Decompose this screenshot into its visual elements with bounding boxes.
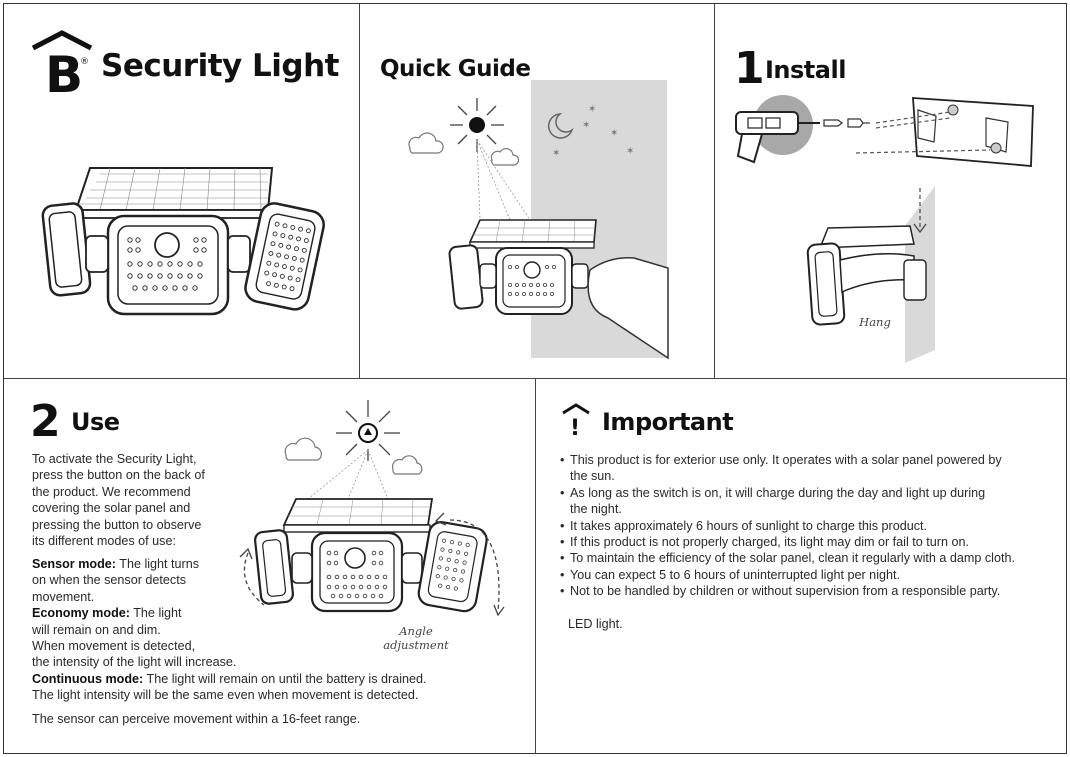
important-bullet: Not to be handled by children or without…	[560, 583, 1050, 600]
important-bullet: If this product is not properly charged,…	[560, 534, 1050, 551]
divider-bottom	[535, 378, 536, 754]
economy-mode-label: Economy mode:	[32, 606, 130, 621]
economy-mode-text: When movement is detected,	[32, 639, 196, 654]
product-illustration-main	[41, 167, 325, 316]
sensor-mode-text: on when the sensor detects	[32, 573, 187, 588]
svg-text:✶: ✶	[552, 148, 560, 159]
use-intro-line: its different modes of use:	[32, 534, 176, 549]
bullet-line: This product is for exterior use only. I…	[570, 453, 1002, 467]
cloud-icon	[391, 455, 423, 475]
range-note: The sensor can perceive movement within …	[32, 712, 361, 726]
bullet-line: As long as the switch is on, it will cha…	[570, 485, 986, 500]
use-intro-line: covering the solar panel and	[32, 501, 191, 516]
economy-mode-text: the intensity of the light will increase…	[32, 655, 237, 670]
bullet-line: the night.	[570, 502, 622, 517]
led-light-note: LED light.	[568, 617, 623, 631]
use-modes: Sensor mode: The light turns on when the…	[32, 556, 502, 704]
registered-mark: ®	[80, 57, 89, 67]
divider-top-2	[714, 4, 715, 378]
mounting-bracket-icon	[912, 97, 1034, 167]
cloud-icon	[408, 132, 444, 154]
warning-house-icon: !	[562, 403, 590, 441]
divider-top-1	[359, 4, 360, 378]
important-bullet: As long as the switch is on, it will cha…	[560, 485, 1050, 518]
important-bullet: To maintain the efficiency of the solar …	[560, 550, 1050, 567]
quick-guide-illustration: ✶ ✶ ✶ ✶ ✶	[408, 80, 669, 360]
bullet-line: You can expect 5 to 6 hours of uninterru…	[570, 567, 900, 582]
important-bullet: You can expect 5 to 6 hours of uninterru…	[560, 567, 1050, 584]
svg-text:✶: ✶	[610, 128, 618, 139]
use-title: Use	[71, 408, 120, 436]
economy-mode-text: The light	[129, 606, 182, 621]
star-icon: ✶ ✶ ✶ ✶ ✶	[552, 104, 634, 159]
important-title: Important	[602, 408, 734, 436]
sensor-mode-text: The light turns	[115, 557, 200, 571]
angle-adjustment-label-line: adjustment	[383, 638, 449, 652]
cloud-icon	[490, 147, 520, 166]
install-title: Install	[765, 56, 846, 84]
sensor-mode-label: Sensor mode:	[32, 557, 116, 571]
cloud-icon	[284, 437, 323, 461]
economy-mode-text: will remain on and dim.	[32, 622, 161, 637]
use-step-number: 2	[30, 396, 61, 447]
important-bullet: It takes approximately 6 hours of sunlig…	[560, 518, 1050, 535]
use-intro-line: the product. We recommend	[32, 484, 191, 499]
rotate-arrow-icon	[243, 552, 265, 606]
angle-adjustment-label-line: Angle	[399, 624, 433, 638]
sun-icon	[450, 98, 504, 152]
hang-label: Hang	[859, 315, 891, 329]
brand-letter: B	[45, 46, 83, 104]
moon-icon	[547, 113, 574, 139]
svg-text:✶: ✶	[582, 120, 590, 131]
install-illustration	[735, 95, 1034, 363]
product-title: Security Light	[101, 48, 340, 84]
important-list: This product is for exterior use only. I…	[560, 452, 1050, 600]
bullet-line: It takes approximately 6 hours of sunlig…	[570, 518, 928, 533]
use-intro: To activate the Security Light, press th…	[32, 451, 232, 549]
bullet-line: Not to be handled by children or without…	[570, 584, 1001, 599]
warning-glyph: !	[570, 416, 580, 441]
important-bullet: This product is for exterior use only. I…	[560, 452, 1050, 485]
svg-text:✶: ✶	[588, 104, 596, 115]
use-intro-line: pressing the button to observe	[32, 517, 202, 532]
brand-house-b-logo: B ®	[31, 30, 93, 104]
bullet-line: To maintain the efficiency of the solar …	[570, 551, 1015, 566]
sensor-mode-text: movement.	[32, 589, 95, 604]
drill-icon	[735, 111, 820, 164]
sun-icon	[336, 400, 400, 461]
use-illustration	[239, 400, 505, 617]
quick-guide-title: Quick Guide	[380, 56, 531, 82]
hand-icon	[587, 257, 669, 360]
rotate-arrow-icon	[449, 519, 500, 613]
bullet-line: If this product is not properly charged,…	[570, 535, 969, 550]
continuous-mode-text: The light will remain on until the batte…	[143, 671, 427, 686]
svg-text:✶: ✶	[626, 146, 634, 157]
use-intro-line: To activate the Security Light,	[32, 452, 197, 466]
continuous-mode-text: The light intensity will be the same eve…	[32, 688, 419, 703]
continuous-mode-label: Continuous mode:	[32, 671, 144, 686]
install-step-number: 1	[734, 43, 765, 94]
angle-adjustment-label: Angle adjustment	[380, 624, 452, 652]
screw-icon	[823, 118, 870, 128]
use-intro-line: press the button on the back of	[32, 468, 205, 483]
bullet-line: the sun.	[570, 469, 615, 484]
